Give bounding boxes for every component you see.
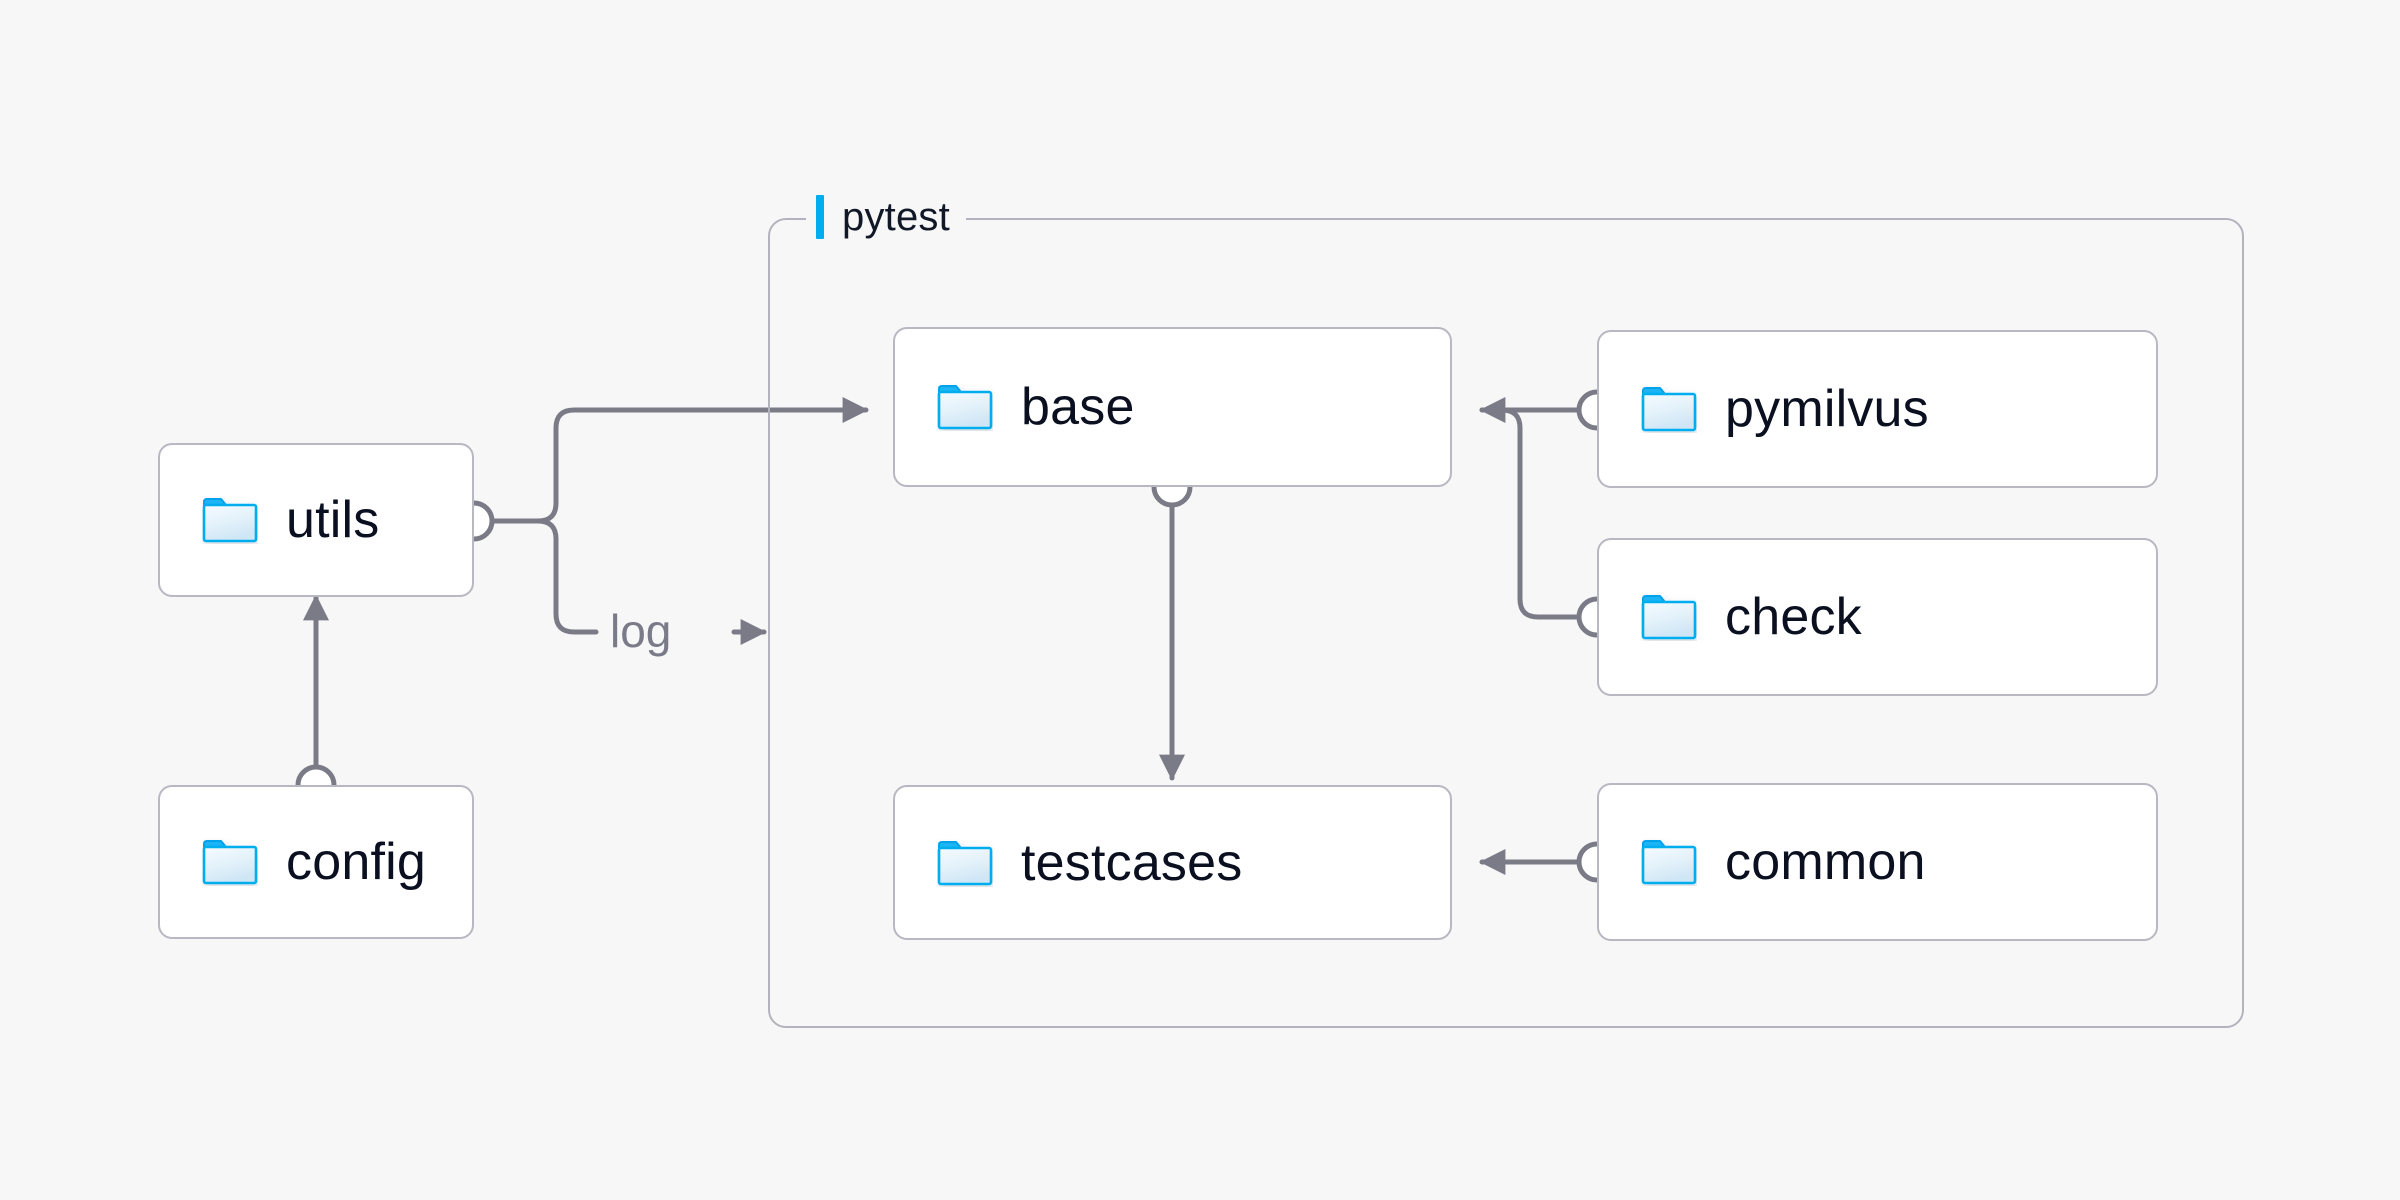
group-pytest-label-text: pytest [842,195,950,239]
folder-icon [202,840,258,885]
node-testcases[interactable]: testcases [893,785,1452,940]
node-testcases-label: testcases [1021,833,1243,892]
edge-utils-to-log [535,518,599,635]
folder-icon [1641,595,1697,640]
group-pytest[interactable] [768,218,2244,1028]
node-config-label: config [286,833,426,891]
node-pymilvus[interactable]: pymilvus [1597,330,2158,488]
accent-bar-icon [816,195,824,239]
node-pymilvus-label: pymilvus [1725,380,1929,438]
node-config[interactable]: config [158,785,474,939]
node-utils[interactable]: utils [158,443,474,597]
node-common-label: common [1725,833,1926,891]
node-base-label: base [1021,378,1135,436]
folder-icon [937,385,993,430]
folder-icon [1641,840,1697,885]
node-common[interactable]: common [1597,783,2158,941]
node-utils-label: utils [286,491,380,549]
edge-label-log: log [610,605,672,657]
edge-config-to-utils [295,594,337,806]
node-check-label: check [1725,588,1862,646]
group-pytest-label: pytest [806,190,966,244]
folder-icon [202,498,258,543]
node-base[interactable]: base [893,327,1452,487]
folder-icon [1641,387,1697,432]
folder-icon [937,840,993,885]
node-check[interactable]: check [1597,538,2158,696]
